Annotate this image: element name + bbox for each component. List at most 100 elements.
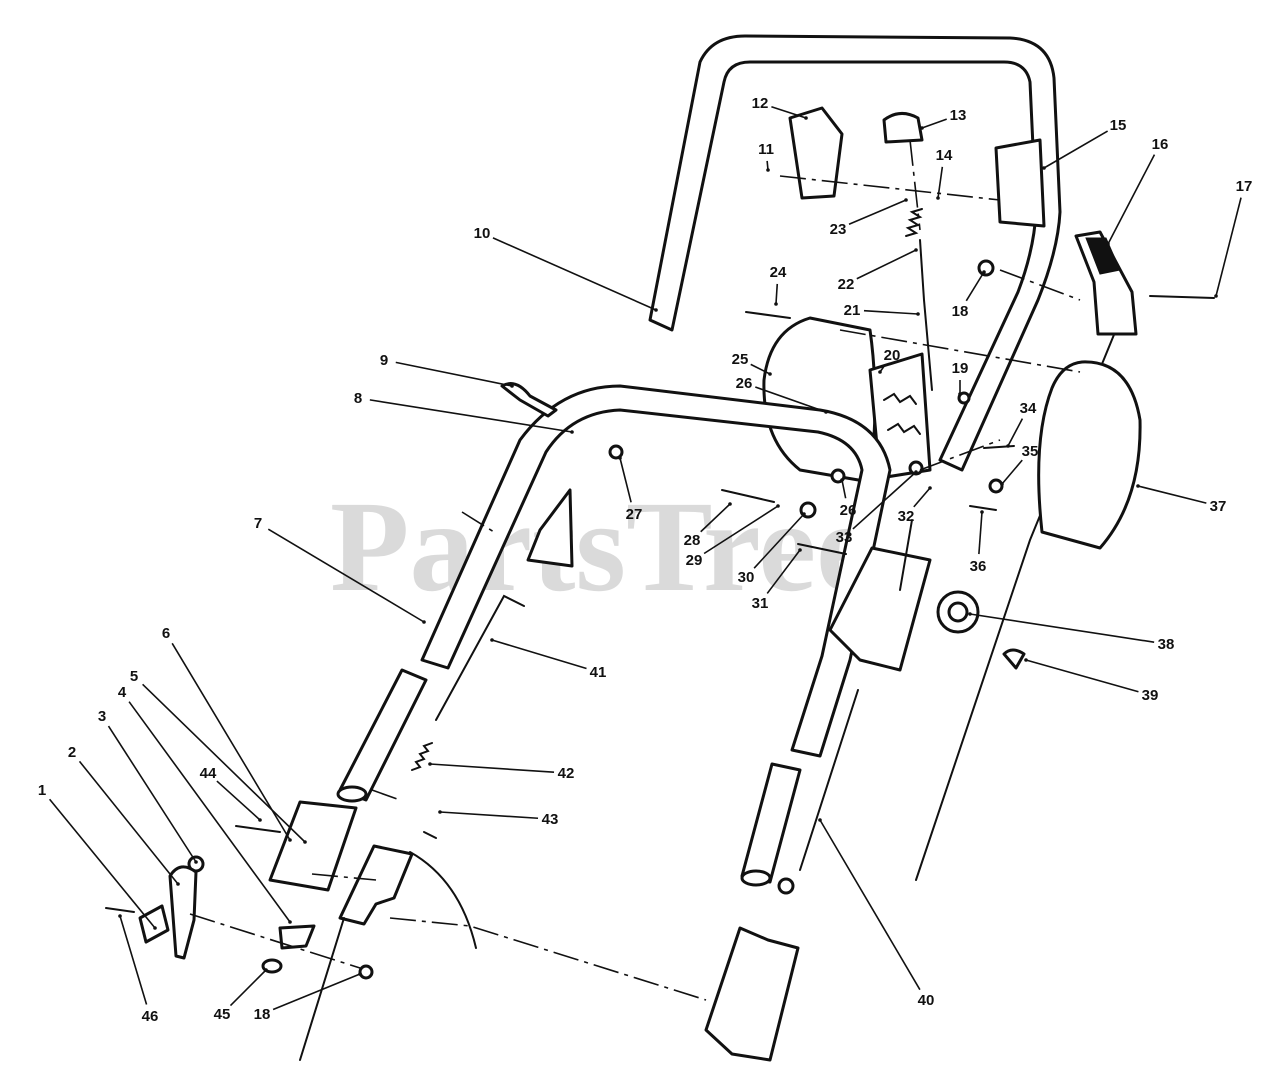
callout-arrowhead-11 xyxy=(766,168,770,172)
callout-label-7: 7 xyxy=(254,515,262,532)
callout-leader-44 xyxy=(216,780,261,821)
callout-leader-15 xyxy=(1043,130,1109,169)
callout-label-28: 28 xyxy=(684,532,701,549)
callout-arrowhead-18 xyxy=(358,972,362,976)
assembly-lines xyxy=(189,139,1081,1001)
callout-label-13: 13 xyxy=(950,107,967,124)
control-housing xyxy=(788,106,1138,336)
handle-bracket-right xyxy=(828,546,932,672)
callout-leader-41 xyxy=(491,639,587,670)
callout-arrowhead-8 xyxy=(570,430,574,434)
lower-left-tube xyxy=(336,668,428,803)
callout-leader-26 xyxy=(841,479,847,499)
callout-leader-37 xyxy=(1137,485,1207,504)
callout-label-1: 1 xyxy=(38,782,46,799)
callout-leader-3 xyxy=(107,725,197,863)
callout-arrowhead-6 xyxy=(288,838,292,842)
callout-arrowhead-35 xyxy=(1000,482,1004,486)
control-rod xyxy=(411,208,933,771)
callout-label-33: 33 xyxy=(836,529,853,546)
callout-leader-21 xyxy=(863,309,919,315)
callout-label-34: 34 xyxy=(1020,400,1037,417)
callout-label-30: 30 xyxy=(738,569,755,586)
callout-label-8: 8 xyxy=(354,390,362,407)
callout-label-36: 36 xyxy=(970,558,987,575)
callout-label-4: 4 xyxy=(118,684,127,701)
callout-arrowhead-44 xyxy=(258,818,262,822)
callout-arrowhead-41 xyxy=(490,638,494,642)
callout-arrowhead-40 xyxy=(818,818,822,822)
callout-leader-8 xyxy=(369,399,573,433)
callout-leader-7 xyxy=(267,528,425,623)
callout-leader-42 xyxy=(429,763,555,774)
callout-leader-32 xyxy=(913,487,931,508)
callout-arrowhead-22 xyxy=(914,248,918,252)
callout-label-10: 10 xyxy=(474,225,491,242)
callout-label-2: 2 xyxy=(68,744,76,761)
callout-label-26: 26 xyxy=(840,502,857,519)
callout-label-14: 14 xyxy=(936,147,953,164)
callout-arrowhead-10 xyxy=(654,308,658,312)
callout-arrowhead-27 xyxy=(618,456,622,460)
callout-label-35: 35 xyxy=(1022,443,1039,460)
callout-arrowhead-36 xyxy=(980,510,984,514)
callout-leader-4 xyxy=(128,701,291,923)
callout-arrowhead-25 xyxy=(768,372,772,376)
callout-leader-12 xyxy=(771,105,807,119)
callout-leader-10 xyxy=(492,237,657,311)
callout-leader-27 xyxy=(619,457,632,503)
callout-label-25: 25 xyxy=(732,351,749,368)
callout-arrowhead-20 xyxy=(878,370,882,374)
callout-arrowhead-2 xyxy=(176,882,180,886)
callout-leader-28 xyxy=(700,503,731,533)
callout-leader-6 xyxy=(171,642,291,841)
callout-arrowhead-30 xyxy=(802,512,806,516)
watermark: PartsTree xyxy=(330,475,874,619)
callout-label-17: 17 xyxy=(1236,178,1253,195)
callout-arrowhead-42 xyxy=(428,762,432,766)
callout-arrowhead-18 xyxy=(982,270,986,274)
callout-label-18: 18 xyxy=(254,1006,271,1023)
callout-leader-40 xyxy=(819,819,921,991)
callout-leader-29 xyxy=(703,505,779,555)
callout-arrowhead-32 xyxy=(928,486,932,490)
callout-arrowhead-38 xyxy=(968,612,972,616)
callout-leader-23 xyxy=(848,199,907,226)
callout-leader-14 xyxy=(937,166,944,199)
callout-leader-18 xyxy=(965,271,985,302)
callout-label-41: 41 xyxy=(590,664,607,681)
callout-label-42: 42 xyxy=(558,765,575,782)
callout-leader-30 xyxy=(753,513,805,569)
callout-label-6: 6 xyxy=(162,625,170,642)
callout-arrowhead-26 xyxy=(840,478,844,482)
callout-label-39: 39 xyxy=(1142,687,1159,704)
callout-leader-46 xyxy=(119,915,148,1005)
callout-label-29: 29 xyxy=(686,552,703,569)
callout-arrowhead-45 xyxy=(264,968,268,972)
callout-arrowhead-17 xyxy=(1214,294,1218,298)
callout-label-27: 27 xyxy=(626,506,643,523)
callout-arrowhead-1 xyxy=(153,926,157,930)
callout-arrowhead-23 xyxy=(904,198,908,202)
lower-right-tube xyxy=(740,762,802,887)
deck-bracket xyxy=(299,844,800,1062)
control-cable xyxy=(777,689,859,895)
adjust-knob xyxy=(936,590,980,634)
callout-leader-9 xyxy=(395,361,513,387)
callout-arrowhead-14 xyxy=(936,196,940,200)
callout-label-45: 45 xyxy=(214,1006,231,1023)
callout-leader-36 xyxy=(978,511,983,555)
callout-arrowhead-24 xyxy=(774,302,778,306)
callout-arrowhead-29 xyxy=(776,504,780,508)
handle-bracket-left xyxy=(268,488,574,892)
callout-arrowhead-28 xyxy=(728,502,732,506)
callout-leader-45 xyxy=(229,969,267,1007)
control-panel-plate xyxy=(762,316,932,484)
callout-leader-24 xyxy=(775,283,779,305)
callout-arrowhead-39 xyxy=(1024,658,1028,662)
callout-arrowhead-21 xyxy=(916,312,920,316)
callout-leader-34 xyxy=(1007,418,1024,447)
callout-label-40: 40 xyxy=(918,992,935,1009)
callout-leader-43 xyxy=(439,811,539,820)
callout-leader-2 xyxy=(78,760,179,885)
